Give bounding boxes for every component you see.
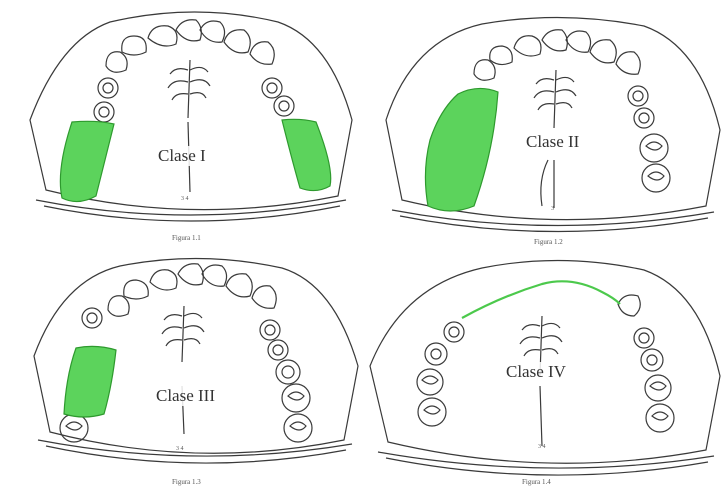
panel-clase-i: Clase I 3 4 Figura 1.1: [0, 0, 362, 246]
midline-mark: 3: [551, 206, 554, 212]
arch-diagram-clase-ii: [362, 0, 724, 246]
figure-caption: Figura 1.1: [172, 234, 201, 242]
figure-caption: Figura 1.2: [534, 238, 563, 246]
midline-mark: 3 4: [176, 446, 184, 452]
midline-mark: 3 4: [538, 444, 546, 450]
midline-mark: 3 4: [181, 196, 189, 202]
panel-clase-iv: Clase IV 3 4 Figura 1.4: [362, 246, 724, 493]
panel-clase-ii: Clase II 3 Figura 1.2: [362, 0, 724, 246]
arch-diagram-clase-iii: [0, 246, 362, 493]
arch-diagram-clase-i: [0, 0, 362, 246]
class-label: Clase I: [156, 146, 208, 166]
figure-caption: Figura 1.3: [172, 478, 201, 486]
class-label: Clase IV: [504, 362, 568, 382]
class-label: Clase III: [154, 386, 217, 406]
class-label: Clase II: [524, 132, 581, 152]
figure-caption: Figura 1.4: [522, 478, 551, 486]
panel-clase-iii: Clase III 3 4 Figura 1.3: [0, 246, 362, 493]
